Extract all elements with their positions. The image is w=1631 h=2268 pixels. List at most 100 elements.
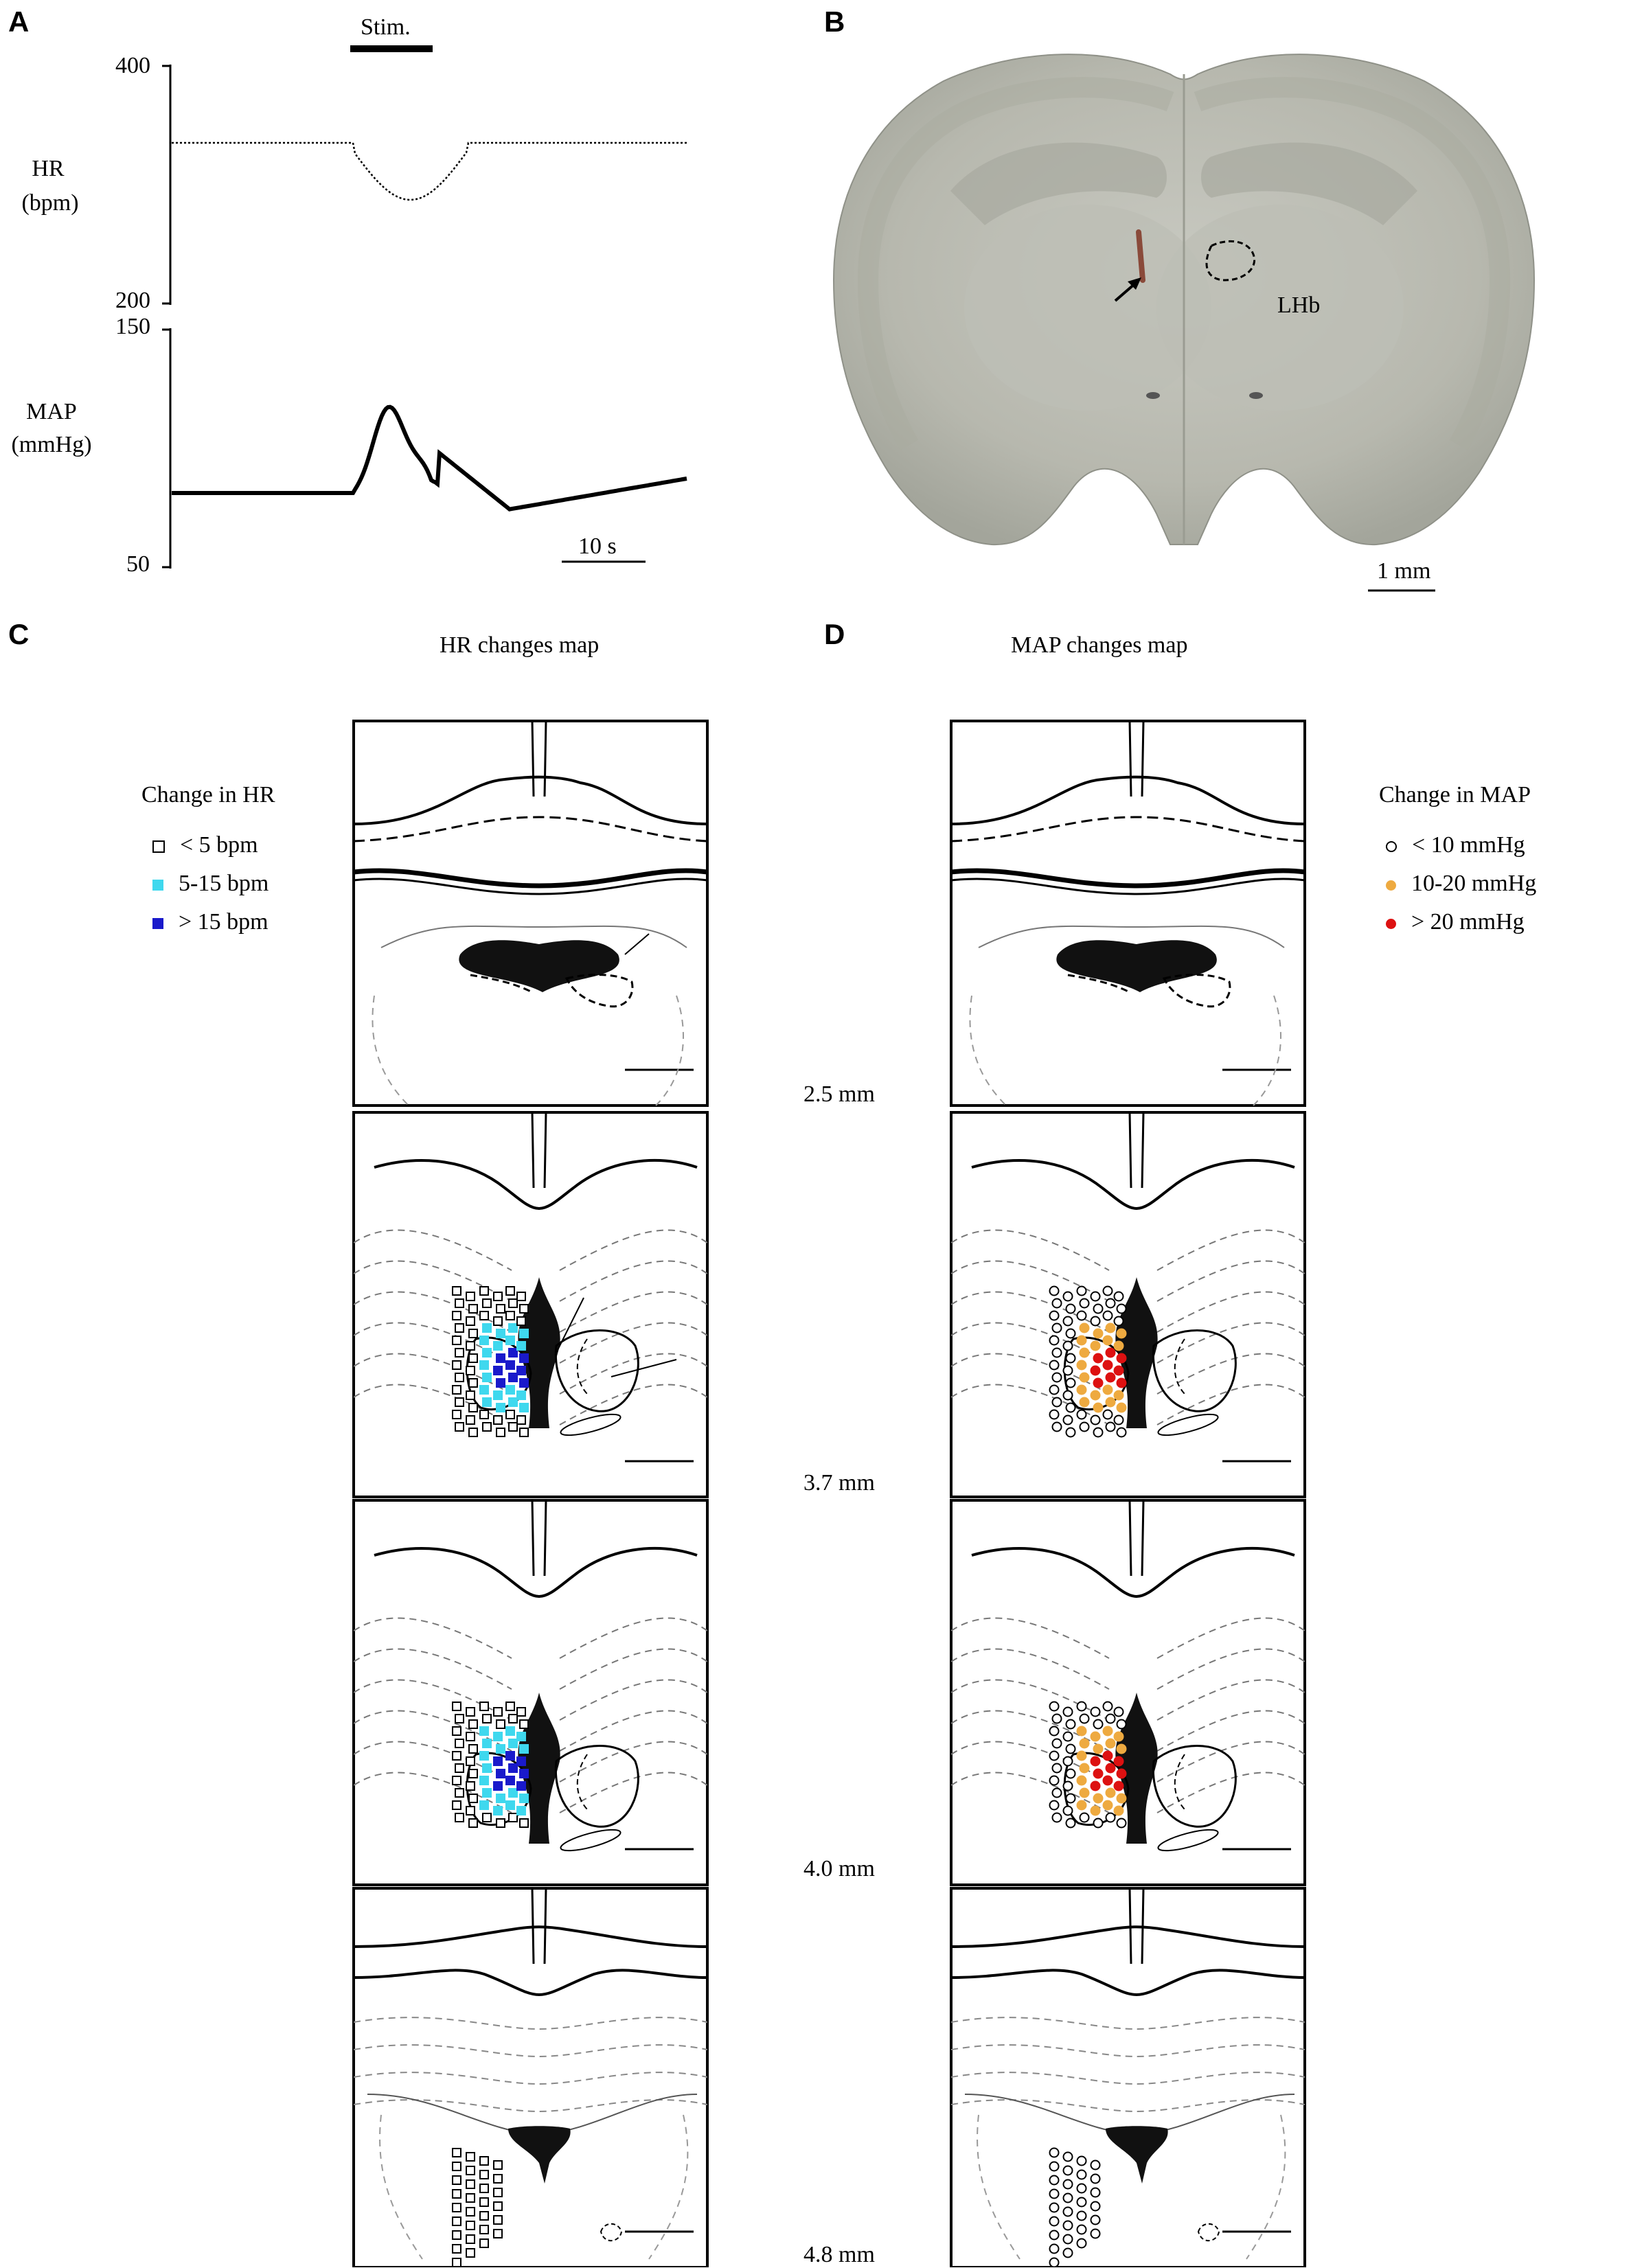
depth-label-1: 2.5 mm <box>803 1081 875 1107</box>
hr-site-marker <box>516 1732 526 1741</box>
hr-site-marker <box>493 2201 503 2211</box>
map-site-marker <box>1113 1414 1124 1425</box>
hr-site-marker <box>452 2148 461 2157</box>
hr-site-marker <box>479 1336 489 1345</box>
brain-micrograph <box>813 33 1551 558</box>
hr-site-marker <box>468 1378 478 1388</box>
hr-site-marker <box>519 1353 529 1363</box>
hr-site-marker <box>466 1732 475 1741</box>
hr-site-marker <box>496 1403 505 1412</box>
map-site-marker <box>1049 1384 1060 1395</box>
map-site-marker <box>1049 2175 1060 2186</box>
map-site-marker <box>1105 1738 1116 1749</box>
hr-site-marker <box>468 1304 478 1314</box>
panel-letter-b: B <box>824 5 845 38</box>
map-site-marker <box>1062 2234 1073 2245</box>
hr-site-marker <box>493 1806 503 1815</box>
hr-site-marker <box>505 1286 515 1296</box>
hr-site-marker <box>508 1422 518 1432</box>
depth-label-4: 4.8 mm <box>803 2242 875 2267</box>
hr-site-marker <box>508 1813 518 1822</box>
hr-site-marker <box>516 1415 526 1425</box>
hr-site-marker <box>479 2156 489 2166</box>
hr-site-marker <box>519 1818 529 1828</box>
hr-site-marker <box>493 1415 503 1425</box>
map-site-marker <box>1116 1719 1127 1730</box>
hr-site-marker <box>508 1714 518 1723</box>
map-cortex-line <box>971 1547 1295 1599</box>
hr-site-marker <box>505 1776 515 1785</box>
map-site-marker <box>1076 2183 1087 2194</box>
hr-site-marker <box>466 1316 475 1326</box>
map-site-marker <box>1051 1812 1062 1823</box>
map-site-marker <box>1093 1402 1104 1413</box>
hr-site-marker <box>482 1373 492 1382</box>
map-site-marker <box>1049 1285 1060 1296</box>
third-ventricle-label: 3V <box>652 899 681 924</box>
map-site-marker <box>1090 2214 1101 2225</box>
hr-site-marker <box>466 1806 475 1815</box>
map-site-marker <box>1113 1291 1124 1302</box>
map-site-marker <box>1090 1340 1101 1351</box>
map-site-marker <box>1105 1322 1116 1333</box>
map-site-marker <box>1051 1372 1062 1383</box>
map-site-marker <box>1062 2192 1073 2203</box>
hr-site-marker <box>479 1726 489 1736</box>
map-site-marker <box>1079 1812 1090 1823</box>
hr-site-marker <box>452 2217 461 2226</box>
hr-site-marker <box>468 1818 478 1828</box>
panel-letter-d: D <box>824 618 845 650</box>
hr-fornix <box>353 868 708 889</box>
micrograph-lhb-label: LHb <box>1277 293 1321 318</box>
map-site-marker <box>1093 1427 1104 1438</box>
map-site-marker <box>1079 1421 1090 1432</box>
map-cortex-line <box>971 1159 1295 1211</box>
map-site-marker <box>1062 2206 1073 2217</box>
hr-site-marker <box>479 2170 489 2179</box>
map-site-marker <box>1090 2160 1101 2170</box>
map-site-marker <box>1116 1768 1127 1779</box>
hr-site-marker <box>466 2179 475 2189</box>
hr-site-marker <box>493 1732 503 1741</box>
hr-third-ventricle <box>518 1693 560 1844</box>
map-site-marker <box>1076 1360 1087 1371</box>
hr-site-marker <box>468 1719 478 1729</box>
hr-site-marker <box>455 1788 464 1798</box>
map-site-marker <box>1116 1377 1127 1388</box>
map-site-marker <box>1116 1793 1127 1804</box>
map-site-marker <box>1049 1800 1060 1811</box>
hr-site-marker <box>493 2215 503 2225</box>
hr-site-marker <box>493 2188 503 2197</box>
hr-site-marker <box>505 1800 515 1810</box>
map-site-marker <box>1105 1298 1116 1309</box>
map-site-marker <box>1102 1285 1113 1296</box>
hr-site-marker <box>508 1397 518 1407</box>
hr-site-marker <box>505 1311 515 1320</box>
hr-legend-item-medium: 5-15 bpm <box>152 871 269 897</box>
map-site-marker <box>1051 1322 1062 1333</box>
map-site-marker <box>1076 1384 1087 1395</box>
hr-left-habenula <box>466 1752 532 1826</box>
hr-site-marker <box>466 2221 475 2230</box>
hr-site-marker <box>452 1776 461 1785</box>
map-site-marker <box>1076 1409 1087 1420</box>
hr-site-marker <box>496 1769 505 1778</box>
map-site-marker <box>1062 1340 1073 1351</box>
hr-site-marker <box>482 1422 492 1432</box>
map-site-marker <box>1116 1427 1127 1438</box>
map-site-marker <box>1093 1768 1104 1779</box>
map-site-marker <box>1116 1743 1127 1754</box>
map-site-marker <box>1090 1805 1101 1816</box>
hr-midline <box>531 1500 547 1577</box>
hr-site-marker <box>468 1353 478 1363</box>
map-site-marker <box>1076 1750 1087 1761</box>
map-site-marker <box>1049 2257 1060 2267</box>
hr-site-marker <box>493 1292 503 1301</box>
hr-site-marker <box>466 2234 475 2244</box>
map-site-marker <box>1113 1780 1124 1791</box>
hr-site-marker <box>493 1756 503 1766</box>
map-axis-label-1: MAP <box>26 399 77 424</box>
map-site-marker <box>1062 1706 1073 1717</box>
map-site-marker <box>1051 1397 1062 1408</box>
map-site-marker <box>1105 1812 1116 1823</box>
